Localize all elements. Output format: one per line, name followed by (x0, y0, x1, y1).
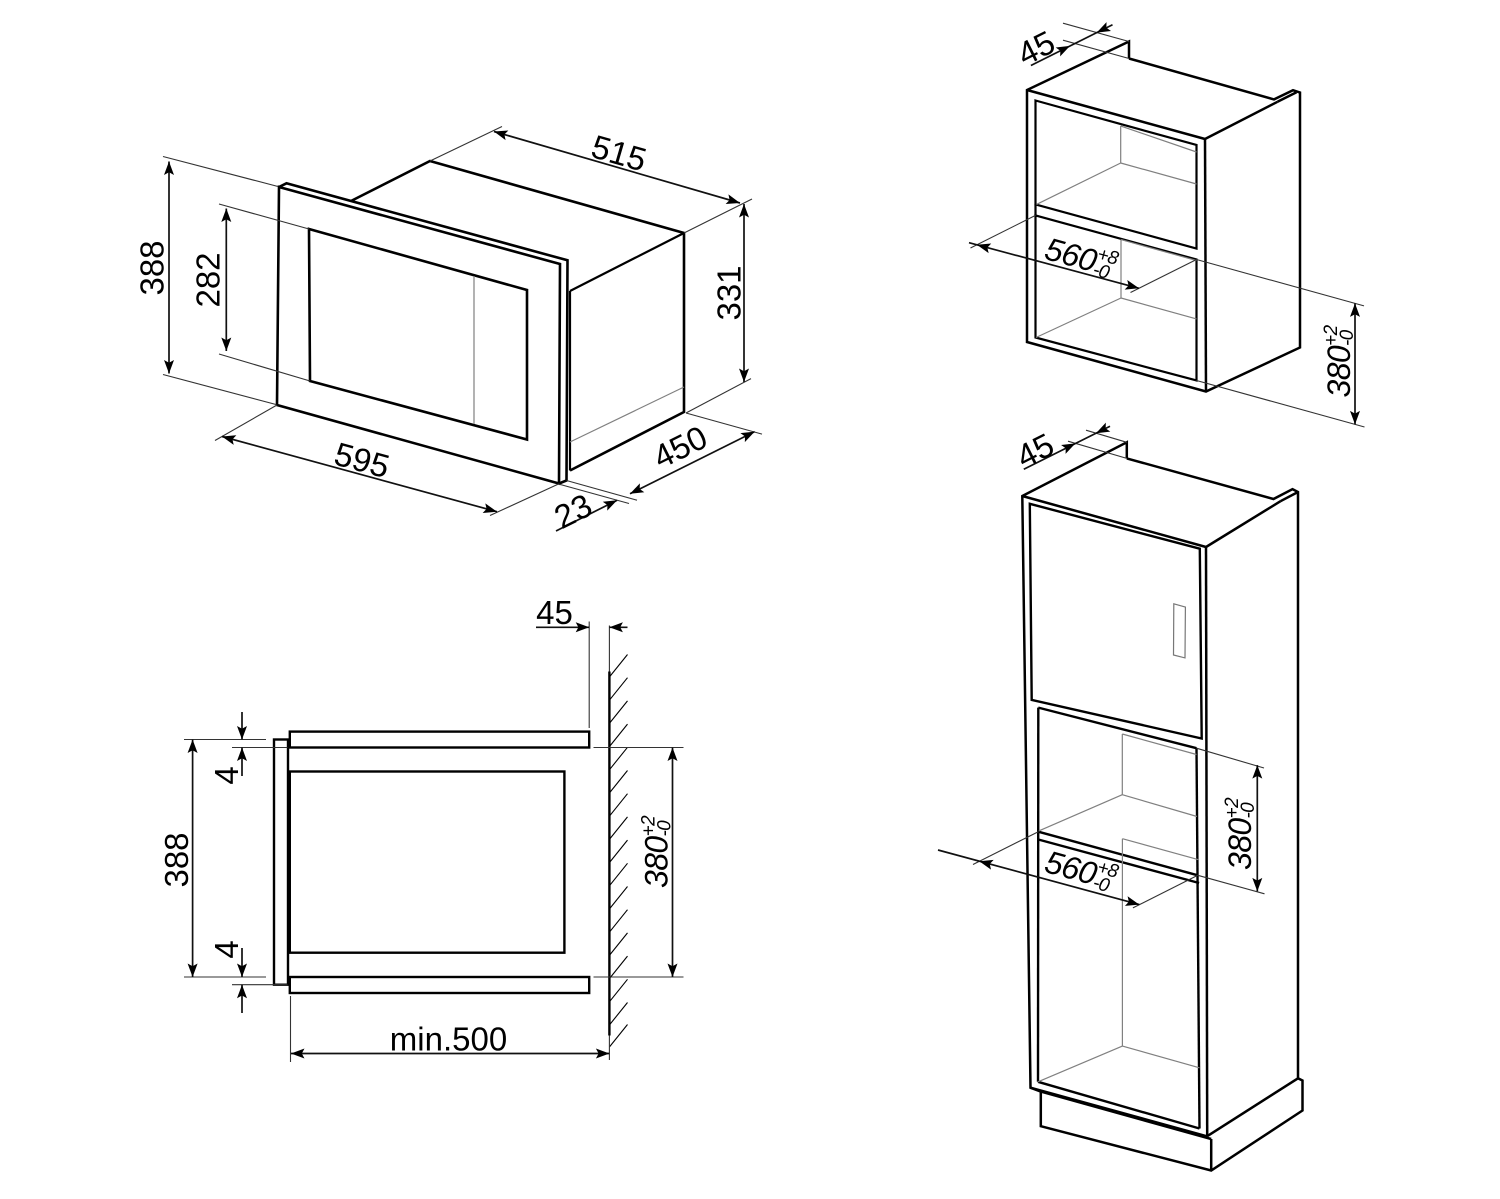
svg-text:388: 388 (158, 832, 195, 887)
svg-text:282: 282 (190, 252, 227, 307)
svg-text:380+2-0: 380+2-0 (1222, 797, 1259, 870)
svg-text:380+2-0: 380+2-0 (1321, 324, 1358, 397)
svg-text:4: 4 (208, 766, 245, 784)
svg-text:388: 388 (134, 240, 171, 295)
svg-text:331: 331 (711, 265, 748, 320)
svg-text:380+2-0: 380+2-0 (639, 815, 676, 888)
svg-text:4: 4 (208, 940, 245, 958)
svg-text:min.500: min.500 (390, 1021, 507, 1058)
svg-text:45: 45 (536, 594, 573, 631)
